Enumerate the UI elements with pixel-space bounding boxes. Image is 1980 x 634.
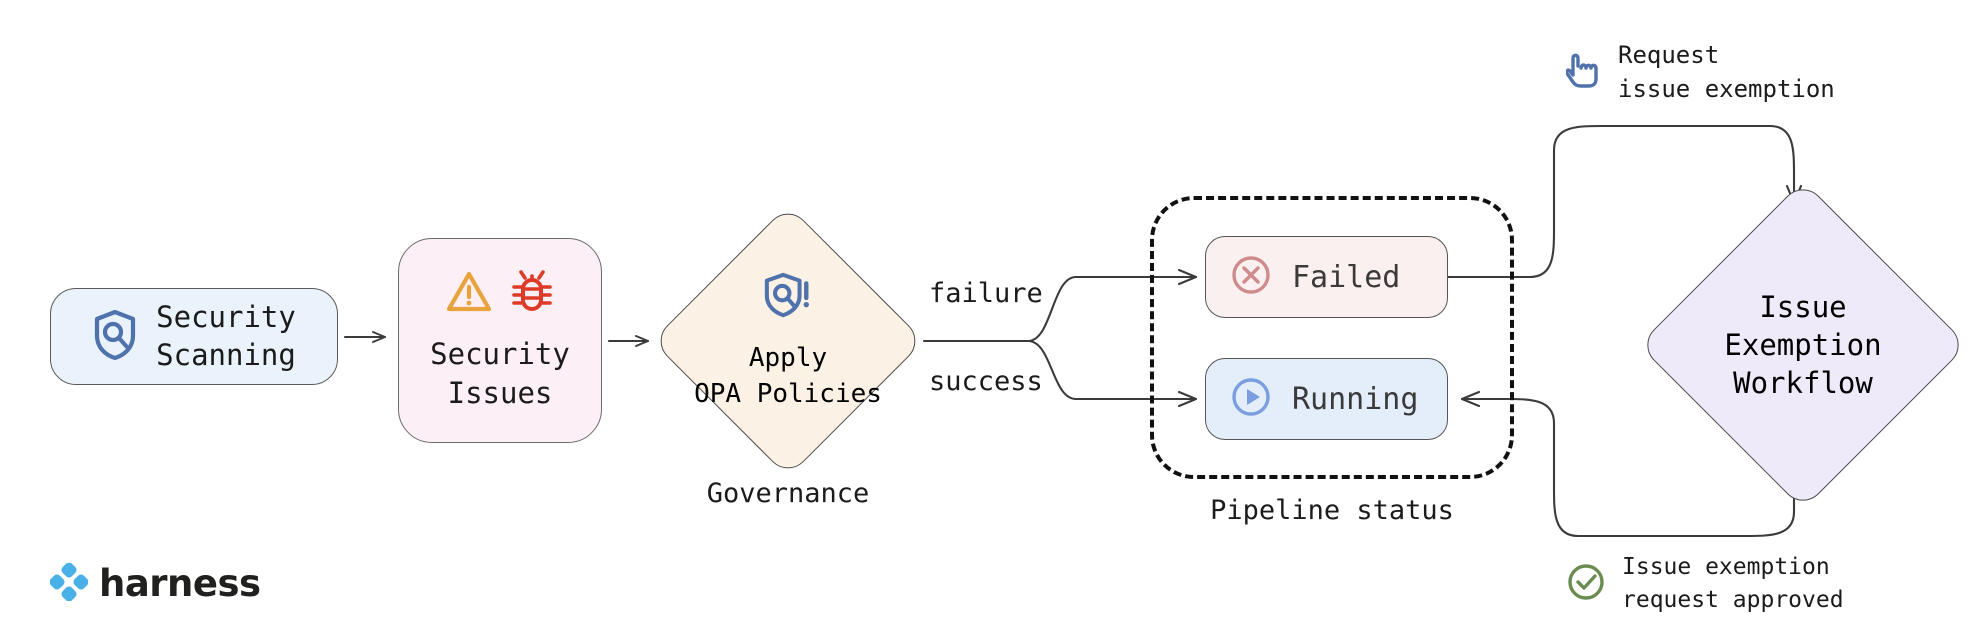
node-governance-decision[interactable]: Apply OPA Policies: [651, 204, 925, 478]
edge-label-success: success: [929, 366, 1043, 397]
brand-harness: harness: [49, 561, 261, 605]
x-circle-icon: [1230, 254, 1272, 300]
brand-name: harness: [99, 562, 261, 605]
edge-label-failure: failure: [929, 278, 1043, 309]
node-exemption-label-2: Exemption: [1724, 327, 1882, 362]
node-exemption-label-3: Workflow: [1733, 366, 1873, 401]
node-status-failed[interactable]: Failed: [1205, 236, 1448, 318]
node-exemption-label-1: Issue: [1759, 289, 1847, 324]
node-status-running[interactable]: Running: [1205, 358, 1448, 440]
node-issue-exemption-workflow[interactable]: Issue Exemption Workflow: [1638, 180, 1968, 510]
node-status-failed-label: Failed: [1292, 259, 1401, 295]
caption-governance: Governance: [706, 478, 870, 509]
node-status-running-label: Running: [1292, 381, 1419, 417]
caption-pipeline-status: Pipeline status: [1210, 495, 1454, 526]
shield-scan-icon: [92, 309, 138, 365]
bug-icon: [510, 269, 554, 319]
warning-triangle-icon: [446, 270, 492, 318]
harness-logo-icon: [49, 561, 89, 605]
node-governance-label-1: Apply: [748, 342, 828, 373]
check-circle-icon: [1566, 562, 1606, 606]
node-governance-label-2: OPA Policies: [694, 379, 882, 410]
shield-policy-alert-icon: [763, 270, 813, 332]
play-circle-icon: [1230, 376, 1272, 422]
click-hand-icon: [1565, 49, 1602, 95]
